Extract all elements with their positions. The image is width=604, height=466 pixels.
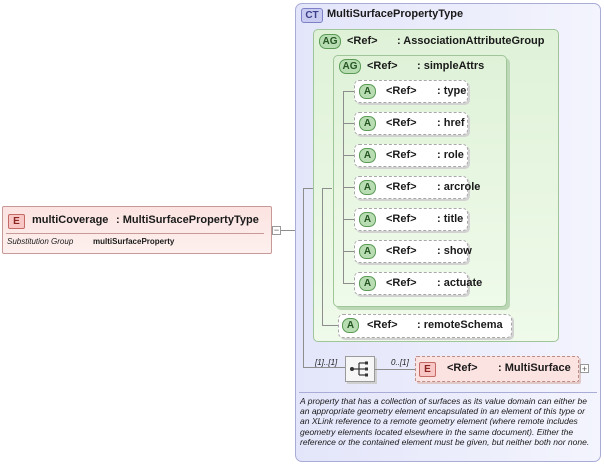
tree-branch-ag (303, 188, 313, 189)
multisurface-element-box[interactable] (415, 356, 579, 382)
attribute-name: : show (437, 245, 472, 257)
remote-schema-ref: <Ref> (367, 319, 398, 331)
attribute-ref: <Ref> (386, 181, 417, 193)
attribute-badge: A (359, 276, 376, 291)
attribute-name: : actuate (437, 277, 483, 289)
sequence-icon (350, 361, 368, 377)
attribute-connector (343, 155, 354, 156)
multisurface-badge: E (419, 362, 436, 377)
attribute-remote-schema[interactable] (338, 314, 512, 338)
attribute-connector (343, 123, 354, 124)
substitution-group-label: Substitution Group (7, 237, 74, 246)
simple-attrs-badge: AG (339, 59, 361, 74)
connector-sequence-to-multisurface (375, 369, 415, 370)
attribute-badge: A (359, 84, 376, 99)
connector-element-to-type (281, 230, 303, 231)
attribute-ref: <Ref> (386, 149, 417, 161)
attribute-connector (343, 283, 354, 284)
ag-inner-trunk (322, 188, 323, 326)
attribute-name: : type (437, 85, 467, 97)
collapse-toggle-icon[interactable]: − (272, 225, 281, 235)
attribute-href[interactable] (354, 112, 468, 135)
remote-schema-badge: A (342, 318, 359, 333)
element-type: : MultiSurfacePropertyType (116, 214, 259, 226)
element-badge: E (8, 214, 25, 229)
ag-inner-branch-remote (322, 325, 338, 326)
attribute-connector (343, 91, 354, 92)
remote-schema-name: : remoteSchema (417, 319, 503, 331)
expand-toggle-icon[interactable]: + (580, 364, 589, 374)
element-divider (6, 233, 264, 234)
association-group-ref: <Ref> (347, 35, 378, 47)
attribute-name: : role (437, 149, 464, 161)
simple-attrs-ref: <Ref> (367, 60, 398, 72)
attribute-actuate[interactable] (354, 272, 468, 295)
complex-type-badge: CT (301, 8, 323, 23)
attribute-ref: <Ref> (386, 245, 417, 257)
simple-attrs-name: : simpleAttrs (417, 60, 485, 72)
description-divider (299, 392, 597, 393)
attribute-badge: A (359, 148, 376, 163)
attribute-ref: <Ref> (386, 277, 417, 289)
attribute-badge: A (359, 116, 376, 131)
sequence-compositor[interactable] (345, 356, 375, 382)
sequence-cardinality: [1]..[1] (315, 358, 338, 367)
tree-trunk-line (303, 188, 304, 368)
tree-branch-sequence (303, 367, 345, 368)
attribute-role[interactable] (354, 144, 468, 167)
attribute-arcrole[interactable] (354, 176, 468, 199)
ag-inner-branch-top (322, 188, 332, 189)
multisurface-name: : MultiSurface (498, 362, 571, 374)
attribute-badge: A (359, 244, 376, 259)
attribute-ref: <Ref> (386, 85, 417, 97)
multicoverage-element-box[interactable] (2, 206, 272, 254)
attribute-name: : arcrole (437, 181, 481, 193)
attribute-name: : title (437, 213, 464, 225)
attribute-badge: A (359, 180, 376, 195)
attribute-title[interactable] (354, 208, 468, 231)
substitution-group-value: multiSurfaceProperty (93, 237, 175, 246)
attribute-connector (343, 187, 354, 188)
attribute-name: : href (437, 117, 465, 129)
attribute-type[interactable] (354, 80, 468, 103)
multisurface-cardinality: 0..[1] (391, 358, 409, 367)
complex-type-name: MultiSurfacePropertyType (327, 8, 464, 20)
type-description: A property that has a collection of surf… (300, 396, 590, 447)
attribute-ref: <Ref> (386, 117, 417, 129)
attribute-show[interactable] (354, 240, 468, 263)
attribute-connector (343, 219, 354, 220)
attribute-ref: <Ref> (386, 213, 417, 225)
attribute-badge: A (359, 212, 376, 227)
attribute-connector (343, 251, 354, 252)
ag-badge: AG (319, 34, 341, 49)
multisurface-ref: <Ref> (447, 362, 478, 374)
element-name: multiCoverage (32, 214, 109, 226)
association-group-name: : AssociationAttributeGroup (397, 35, 545, 47)
